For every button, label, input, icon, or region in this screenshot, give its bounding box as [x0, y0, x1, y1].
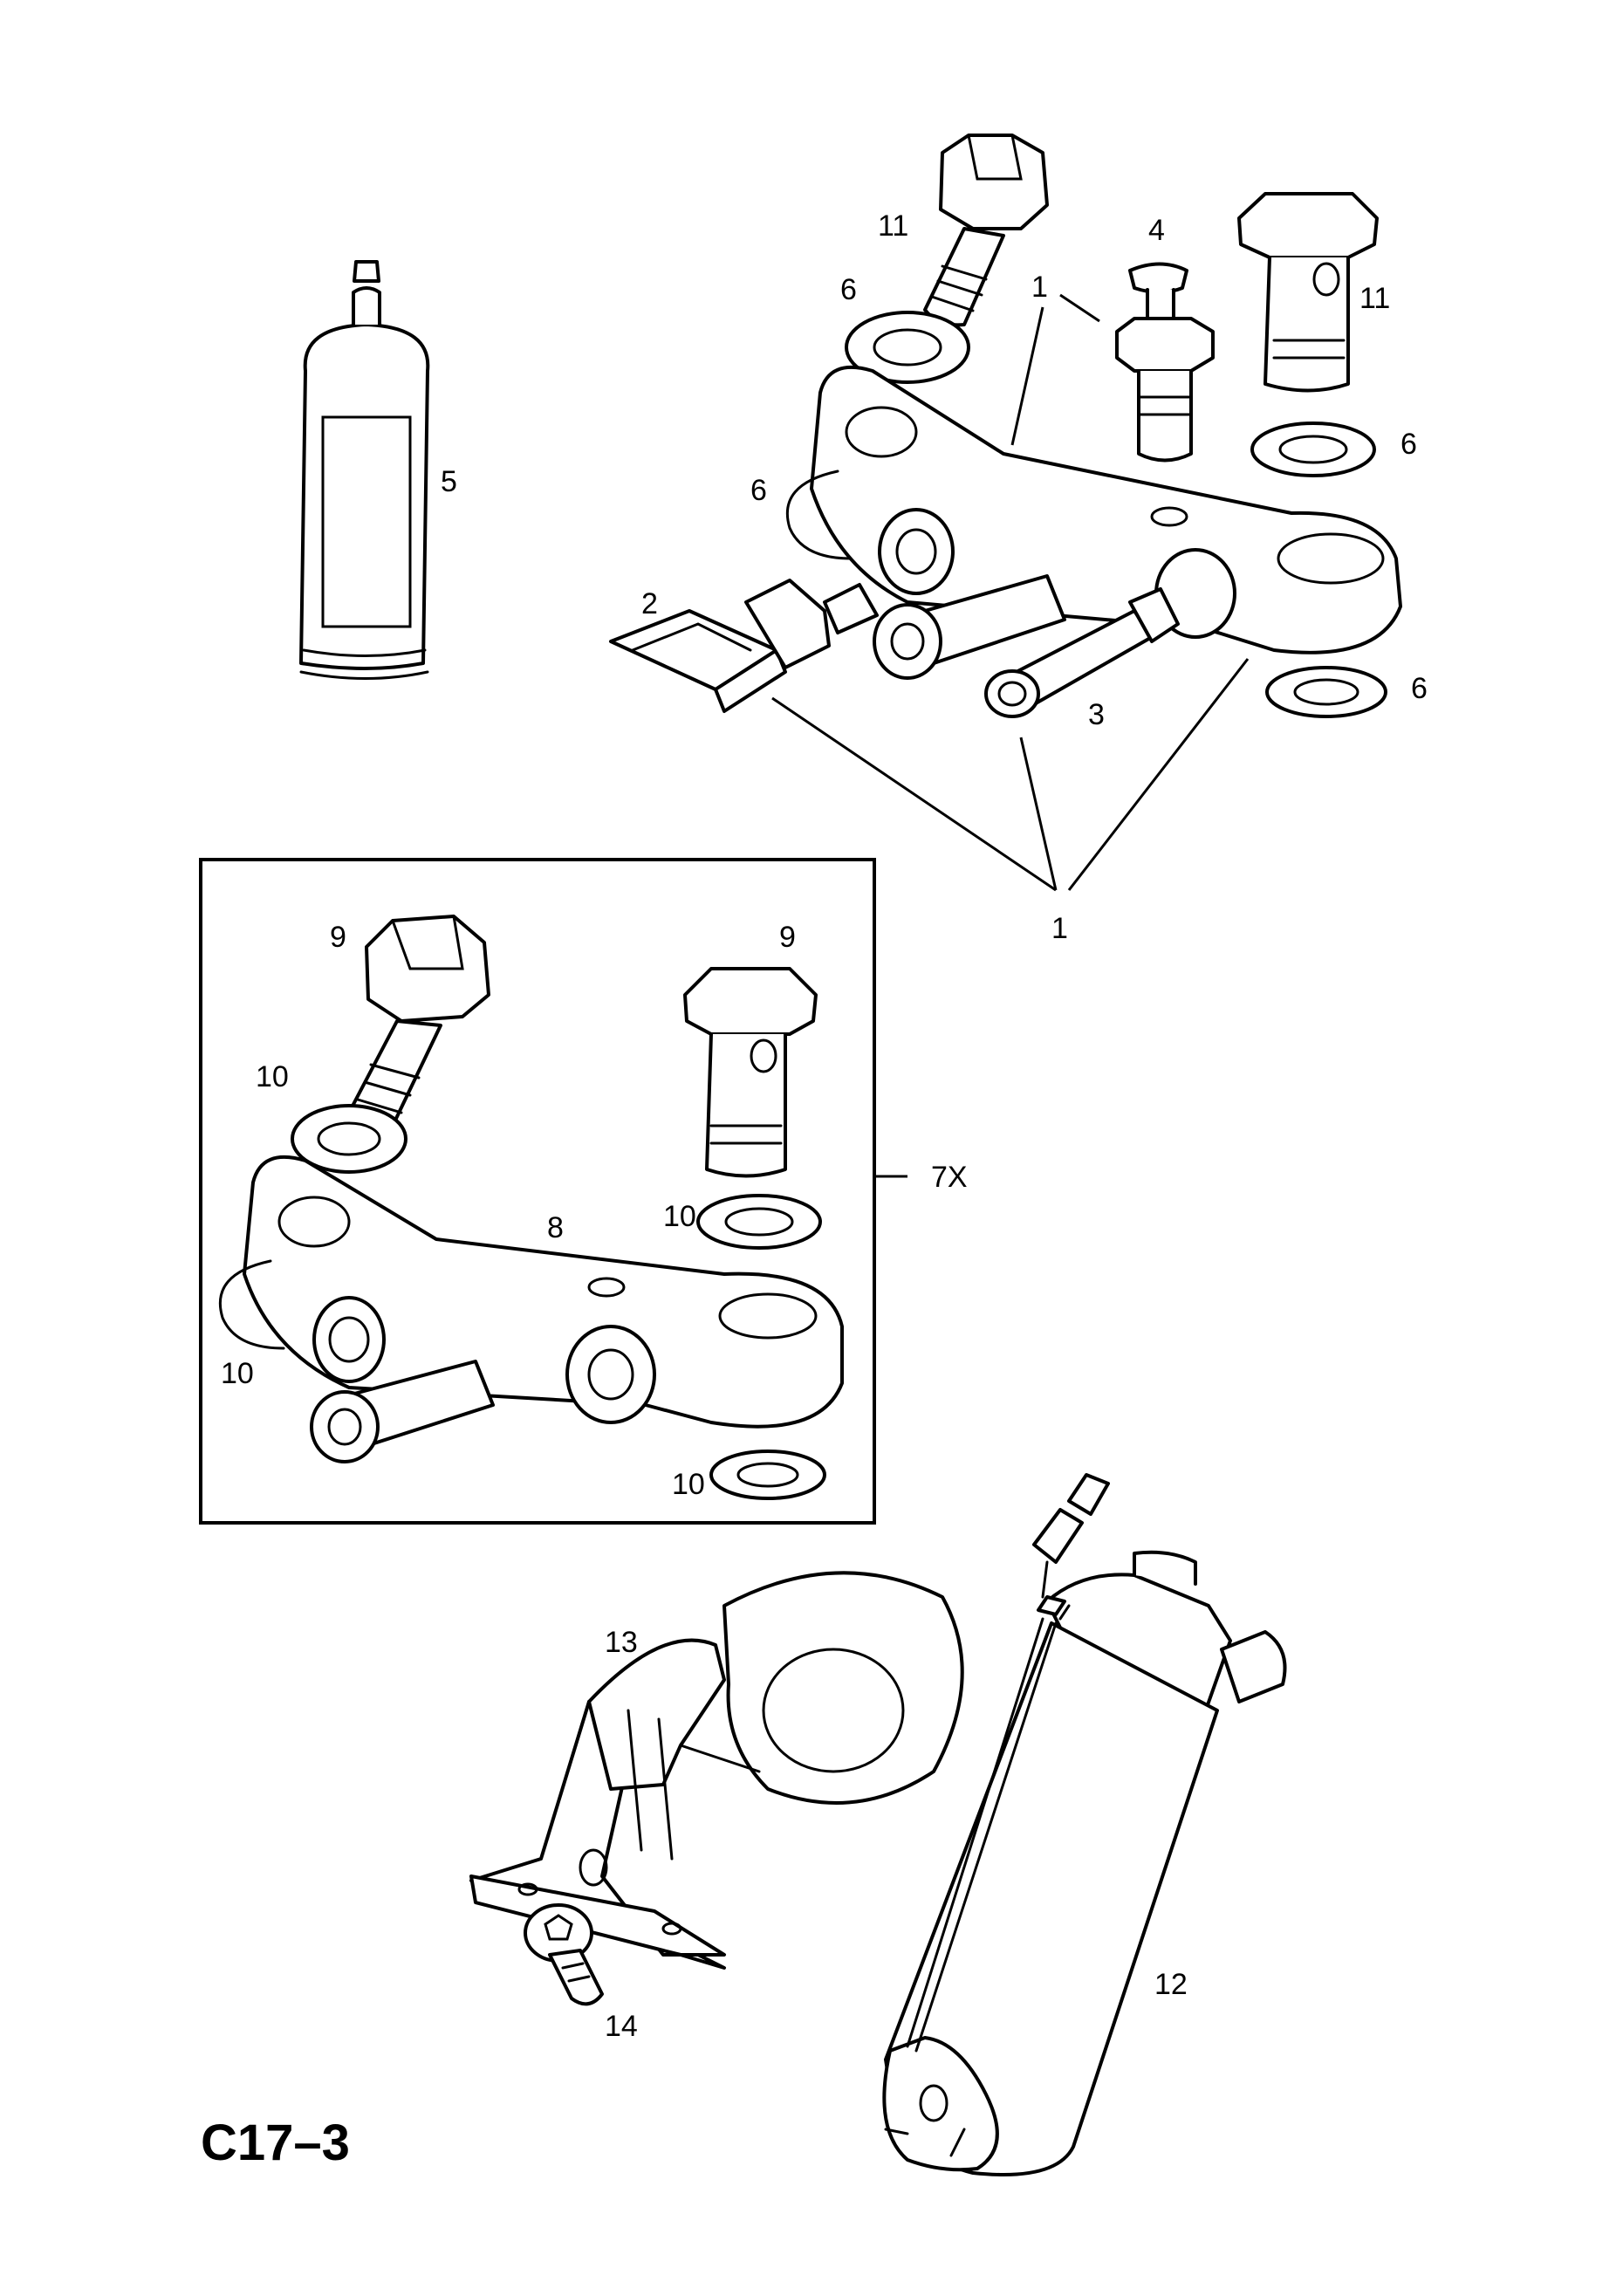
callout-9-right: 9: [779, 921, 796, 954]
callout-2: 2: [641, 587, 658, 620]
filter-housing-assembly: [609, 134, 1402, 718]
callout-7x: 7X: [931, 1161, 968, 1194]
callout-8: 8: [547, 1211, 564, 1244]
callout-9-left: 9: [330, 921, 346, 954]
callout-4: 4: [1148, 214, 1165, 247]
callout-13: 13: [605, 1626, 638, 1659]
callout-10-right-upper: 10: [663, 1200, 696, 1233]
leader-lines-upper: [771, 293, 1250, 892]
callout-12: 12: [1154, 1968, 1188, 2001]
callout-5: 5: [441, 465, 457, 498]
callout-1-bottom: 1: [1051, 912, 1068, 945]
callout-11-left: 11: [878, 209, 908, 243]
figure-reference: C17–3: [201, 2114, 350, 2171]
callout-10-upper: 10: [256, 1060, 289, 1093]
callout-11-right: 11: [1359, 282, 1390, 315]
mounting-screw: [524, 1903, 604, 2006]
callout-14: 14: [605, 2010, 638, 2043]
callout-1-top: 1: [1031, 271, 1048, 304]
callout-labels: 11 4 1 6 11 6 5 6 2 6 3 1 9 9 10 7X 10 8…: [221, 209, 1428, 2043]
callout-10-left: 10: [221, 1357, 254, 1390]
pump-bracket: [469, 1571, 964, 1970]
electric-fuel-pump: [882, 1473, 1287, 2176]
callout-6-upper: 6: [840, 273, 857, 306]
callout-6-right-lower: 6: [1411, 672, 1428, 705]
callout-6-right-upper: 6: [1400, 428, 1417, 461]
callout-10-right-lower: 10: [672, 1468, 705, 1501]
sealant-tube: [299, 260, 430, 680]
inset-kit-box: [199, 858, 907, 1525]
callout-3: 3: [1088, 698, 1105, 731]
callout-6-left: 6: [750, 474, 767, 507]
